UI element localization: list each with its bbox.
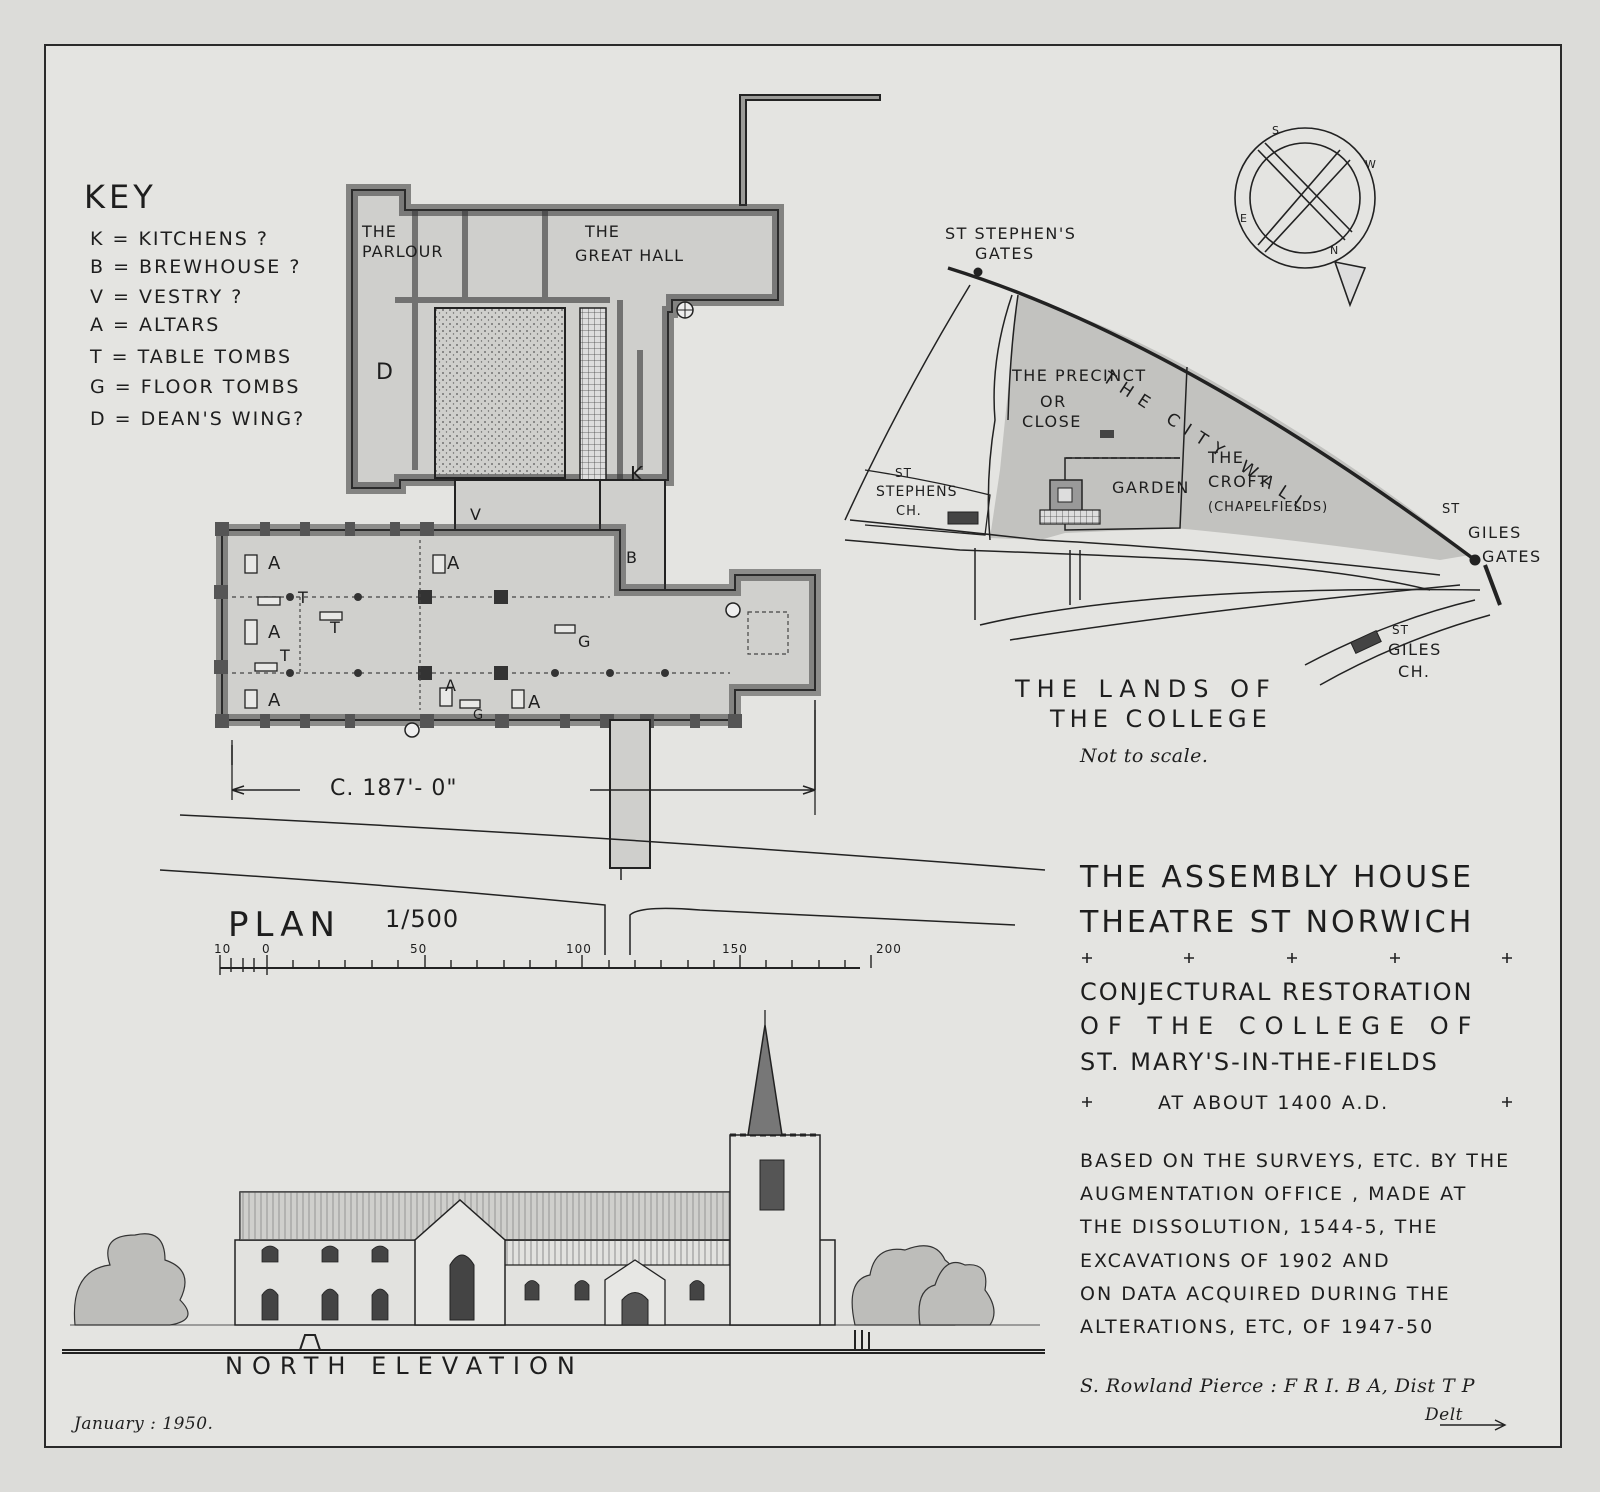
key-item-deans-wing: D = DEAN'S WING? [90, 408, 306, 430]
plan-letter-g: G [473, 708, 485, 723]
map-st-giles-gates-2: GILES [1468, 523, 1522, 542]
map-title-1: THE LANDS OF [1015, 675, 1277, 703]
plan-letter-a: A [445, 676, 457, 695]
key-item-table-tombs: T = TABLE TOMBS [90, 346, 293, 368]
signature-delt: Delt [1425, 1405, 1463, 1425]
map-croft: CROFT [1208, 472, 1270, 491]
compass-w: W [1365, 158, 1377, 171]
map-st-stephens-gates-2: GATES [975, 244, 1035, 263]
map-title-2: THE COLLEGE [1050, 705, 1272, 733]
plan-letter-b: B [626, 548, 638, 567]
drawing-date: January : 1950. [74, 1414, 214, 1434]
plan-letter-t: T [280, 646, 291, 665]
plan-letter-a: A [268, 553, 282, 574]
title-body-line: BASED ON THE SURVEYS, ETC. BY THE [1080, 1150, 1511, 1172]
title-line-2: THEATRE ST NORWICH [1080, 905, 1475, 940]
map-precinct: THE PRECINCT [1012, 366, 1147, 385]
title-line-3: CONJECTURAL RESTORATION [1080, 978, 1474, 1006]
plan-letter-d: D [376, 360, 394, 385]
map-close: CLOSE [1022, 412, 1082, 431]
scale-tick-label: 50 [410, 942, 428, 956]
plan-room-parlour-the: THE [362, 222, 397, 241]
scale-tick-label: 200 [876, 942, 902, 956]
key-item-kitchens: K = KITCHENS ? [90, 228, 269, 250]
map-st-giles-gates: ST [1442, 502, 1461, 517]
map-chapelfields: (CHAPELFIELDS) [1208, 500, 1329, 515]
title-body-line: AUGMENTATION OFFICE , MADE AT [1080, 1183, 1468, 1205]
compass-n: N [1330, 244, 1340, 257]
key-heading: KEY [84, 178, 157, 216]
title-body-line: THE DISSOLUTION, 1544-5, THE [1080, 1216, 1439, 1238]
plan-letter-a: A [268, 622, 282, 643]
plan-letter-a: A [447, 553, 461, 574]
map-st-giles-ch: ST [1392, 623, 1409, 637]
plan-letter-a: A [528, 692, 542, 713]
title-line-1: THE ASSEMBLY HOUSE [1080, 860, 1475, 895]
scale-tick-label: 10 [214, 942, 232, 956]
scale-tick-label: 0 [262, 942, 271, 956]
map-st-stephens-ch: ST [895, 466, 912, 480]
plan-letter-t: T [298, 588, 309, 607]
plan-letter-k: K [630, 462, 645, 486]
title-line-4: OF THE COLLEGE OF [1080, 1012, 1481, 1040]
plan-room-parlour: PARLOUR [362, 242, 444, 261]
map-st-giles-ch-2: GILES [1388, 640, 1442, 659]
map-st-stephens-ch-3: CH. [896, 504, 922, 519]
map-croft-the: THE [1208, 448, 1245, 467]
elevation-label: NORTH ELEVATION [225, 1352, 584, 1380]
north-elevation-drawing [62, 1010, 1045, 1354]
compass-e: E [1240, 212, 1248, 225]
lands-map [844, 127, 1502, 686]
map-st-stephens-ch-2: STEPHENS [876, 484, 958, 500]
title-line-6: AT ABOUT 1400 A.D. [1158, 1092, 1390, 1114]
map-not-to-scale: Not to scale. [1080, 745, 1209, 767]
key-item-altars: A = ALTARS [90, 314, 221, 336]
title-body-line: EXCAVATIONS OF 1902 AND [1080, 1250, 1391, 1272]
title-line-5: ST. MARY'S-IN-THE-FIELDS [1080, 1048, 1439, 1076]
plan-letter-t: T [330, 618, 341, 637]
plan-dimension: C. 187'- 0" [330, 776, 458, 801]
key-item-brewhouse: B = BREWHOUSE ? [90, 256, 302, 278]
plan-letter-a: A [268, 690, 282, 711]
map-st-giles-ch-3: CH. [1398, 662, 1431, 681]
map-st-giles-gates-3: GATES [1482, 547, 1542, 566]
plan-room-hall-the: THE [585, 222, 620, 241]
plan-room-great-hall: GREAT HALL [575, 246, 684, 265]
key-item-vestry: V = VESTRY ? [90, 286, 244, 308]
title-crosses [1082, 953, 1512, 1107]
plan-letter-g: G [578, 632, 592, 651]
plan-scale: 1/500 [385, 905, 460, 933]
plan-letter-v: V [470, 505, 482, 524]
title-body-line: ON DATA ACQUIRED DURING THE [1080, 1283, 1451, 1305]
compass-rose [1234, 127, 1376, 308]
signature: S. Rowland Pierce : F R I. B A, Dist T P [1080, 1375, 1476, 1397]
key-item-floor-tombs: G = FLOOR TOMBS [90, 376, 301, 398]
map-garden: GARDEN [1112, 478, 1190, 497]
compass-s: S [1272, 124, 1280, 137]
scale-tick-label: 150 [722, 942, 748, 956]
map-st-stephens-gates: ST STEPHEN'S [945, 224, 1077, 243]
title-body-line: ALTERATIONS, ETC, OF 1947-50 [1080, 1316, 1435, 1338]
map-precinct-or: OR [1040, 392, 1067, 411]
college-plan [159, 94, 1046, 975]
plan-title: PLAN [228, 905, 341, 945]
scale-tick-label: 100 [566, 942, 592, 956]
